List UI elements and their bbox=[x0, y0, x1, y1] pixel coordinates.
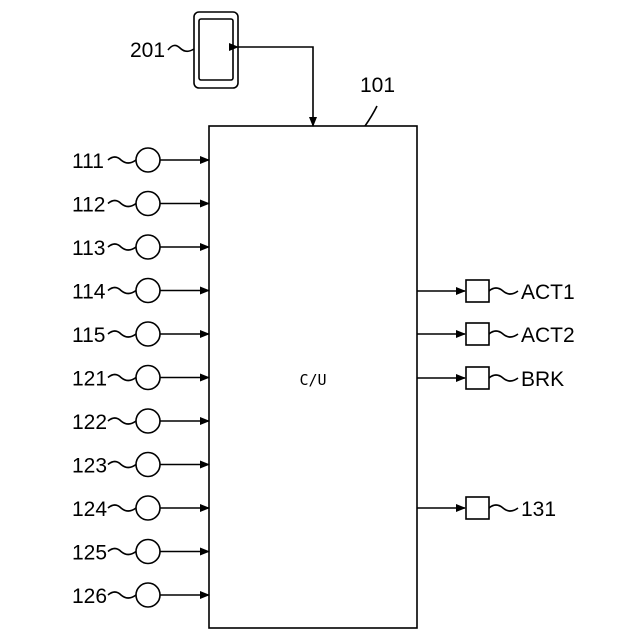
terminal-connection-line bbox=[238, 47, 313, 126]
sensor-circle bbox=[136, 279, 160, 303]
input-leader-line bbox=[108, 157, 136, 163]
output-square bbox=[466, 367, 489, 389]
input-sensor: 114 bbox=[72, 279, 209, 304]
sensor-circle bbox=[136, 540, 160, 564]
terminal-device-outer bbox=[194, 12, 238, 88]
input-leader-line bbox=[108, 375, 136, 381]
sensor-circle bbox=[136, 496, 160, 520]
input-leader-line bbox=[108, 244, 136, 250]
output-device: ACT1 bbox=[417, 280, 575, 304]
output-ref-label: BRK bbox=[521, 368, 564, 391]
input-sensor: 123 bbox=[72, 453, 209, 478]
output-devices: ACT1ACT2BRK 131 bbox=[417, 280, 575, 521]
output-ref-label: 131 bbox=[521, 498, 556, 521]
input-leader-line bbox=[108, 331, 136, 337]
input-ref-label: 121 bbox=[72, 368, 107, 391]
input-leader-line bbox=[108, 288, 136, 294]
input-ref-label: 124 bbox=[72, 498, 107, 521]
input-leader-line bbox=[108, 549, 136, 555]
sensor-circle bbox=[136, 583, 160, 607]
input-sensors: 111 112 113 114 115 121 122 123 124 125 126 bbox=[72, 148, 209, 608]
sensor-circle bbox=[136, 148, 160, 172]
output-device: ACT2 bbox=[417, 323, 575, 347]
output-leader-line bbox=[489, 288, 518, 294]
output-device: 131 bbox=[417, 497, 556, 521]
sensor-circle bbox=[136, 453, 160, 477]
input-ref-label: 112 bbox=[72, 194, 105, 217]
output-leader-line bbox=[489, 375, 518, 381]
input-ref-label: 115 bbox=[72, 324, 105, 347]
input-sensor: 112 bbox=[72, 192, 209, 217]
input-ref-label: 123 bbox=[72, 455, 107, 478]
output-square bbox=[466, 280, 489, 302]
input-sensor: 121 bbox=[72, 366, 209, 391]
input-sensor: 115 bbox=[72, 322, 209, 347]
input-ref-label: 113 bbox=[72, 237, 105, 260]
sensor-circle bbox=[136, 192, 160, 216]
input-sensor: 113 bbox=[72, 235, 209, 260]
input-leader-line bbox=[108, 462, 136, 468]
input-ref-label: 125 bbox=[72, 542, 107, 565]
terminal-leader-line bbox=[168, 45, 194, 51]
terminal-ref-label: 201 bbox=[130, 39, 165, 62]
input-sensor: 111 bbox=[72, 148, 209, 173]
output-ref-label: ACT1 bbox=[521, 281, 575, 304]
controller-leader-line bbox=[365, 106, 377, 126]
sensor-circle bbox=[136, 409, 160, 433]
input-leader-line bbox=[108, 592, 136, 598]
output-square bbox=[466, 323, 489, 345]
input-ref-label: 114 bbox=[72, 281, 106, 304]
output-leader-line bbox=[489, 505, 518, 511]
input-ref-label: 122 bbox=[72, 411, 107, 434]
controller-ref-label: 101 bbox=[360, 74, 395, 97]
output-device: BRK bbox=[417, 367, 564, 391]
input-leader-line bbox=[108, 505, 136, 511]
input-sensor: 125 bbox=[72, 540, 209, 565]
sensor-circle bbox=[136, 235, 160, 259]
input-leader-line bbox=[108, 201, 136, 207]
input-ref-label: 126 bbox=[72, 585, 107, 608]
input-sensor: 124 bbox=[72, 496, 209, 521]
input-ref-label: 111 bbox=[72, 150, 104, 173]
input-leader-line bbox=[108, 418, 136, 424]
output-ref-label: ACT2 bbox=[521, 324, 575, 347]
controller-label: C/U bbox=[299, 371, 326, 389]
input-sensor: 122 bbox=[72, 409, 209, 434]
input-sensor: 126 bbox=[72, 583, 209, 608]
output-leader-line bbox=[489, 331, 518, 337]
sensor-circle bbox=[136, 322, 160, 346]
sensor-circle bbox=[136, 366, 160, 390]
output-square bbox=[466, 497, 489, 519]
terminal-device-screen bbox=[199, 19, 233, 80]
